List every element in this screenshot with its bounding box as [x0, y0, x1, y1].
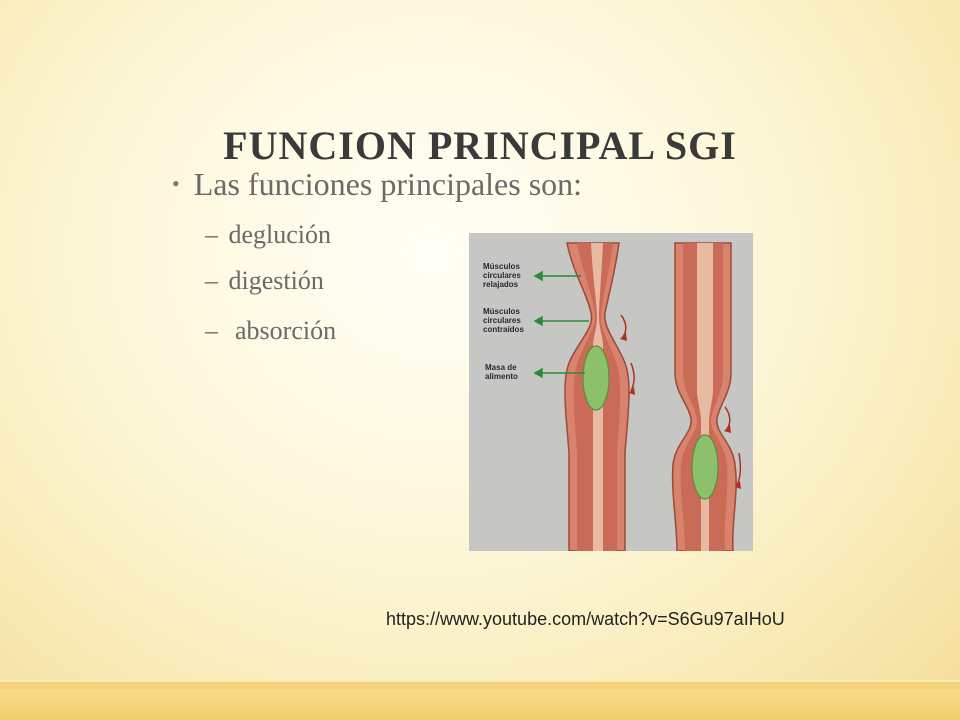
label-food-2: alimento [485, 372, 518, 381]
main-bullet: • Las funciones principales son: [172, 166, 582, 203]
slide-title: FUNCION PRINCIPAL SGI [223, 123, 737, 168]
sub-item-deglucion: – deglución [205, 220, 331, 250]
label-contracted-1: Músculos [483, 307, 520, 316]
sub-item-text: deglución [228, 220, 332, 249]
footer-band-top [0, 682, 960, 690]
label-contracted-3: contraídos [483, 325, 524, 334]
label-relaxed-2: circulares [483, 271, 521, 280]
dash: – [205, 220, 218, 249]
label-food-1: Masa de [485, 363, 517, 372]
right-tube [671, 242, 737, 551]
dash: – [205, 266, 218, 295]
main-bullet-text: Las funciones principales son: [193, 166, 583, 202]
bullet-dot: • [172, 171, 180, 196]
footer-line [0, 680, 960, 682]
direction-arrowheads [620, 333, 741, 489]
label-relaxed-3: relajados [483, 280, 519, 289]
sub-item-absorcion: – absorción [205, 316, 336, 346]
label-arrows [533, 270, 589, 379]
peristalsis-diagram: Músculos circulares relajados Músculos c… [469, 233, 753, 551]
food-bolus-left [582, 345, 610, 411]
footer-band [0, 690, 960, 720]
left-tube [564, 242, 630, 551]
label-contracted-2: circulares [483, 316, 521, 325]
food-bolus-right [691, 434, 719, 500]
sub-item-digestion: – digestión [205, 266, 324, 296]
peristalsis-svg: Músculos circulares relajados Músculos c… [483, 242, 742, 551]
sub-item-text: digestión [228, 266, 324, 295]
sub-item-text: absorción [228, 316, 337, 345]
video-url[interactable]: https://www.youtube.com/watch?v=S6Gu97aI… [386, 609, 785, 629]
dash: – [205, 316, 218, 345]
label-relaxed-1: Músculos [483, 262, 520, 271]
